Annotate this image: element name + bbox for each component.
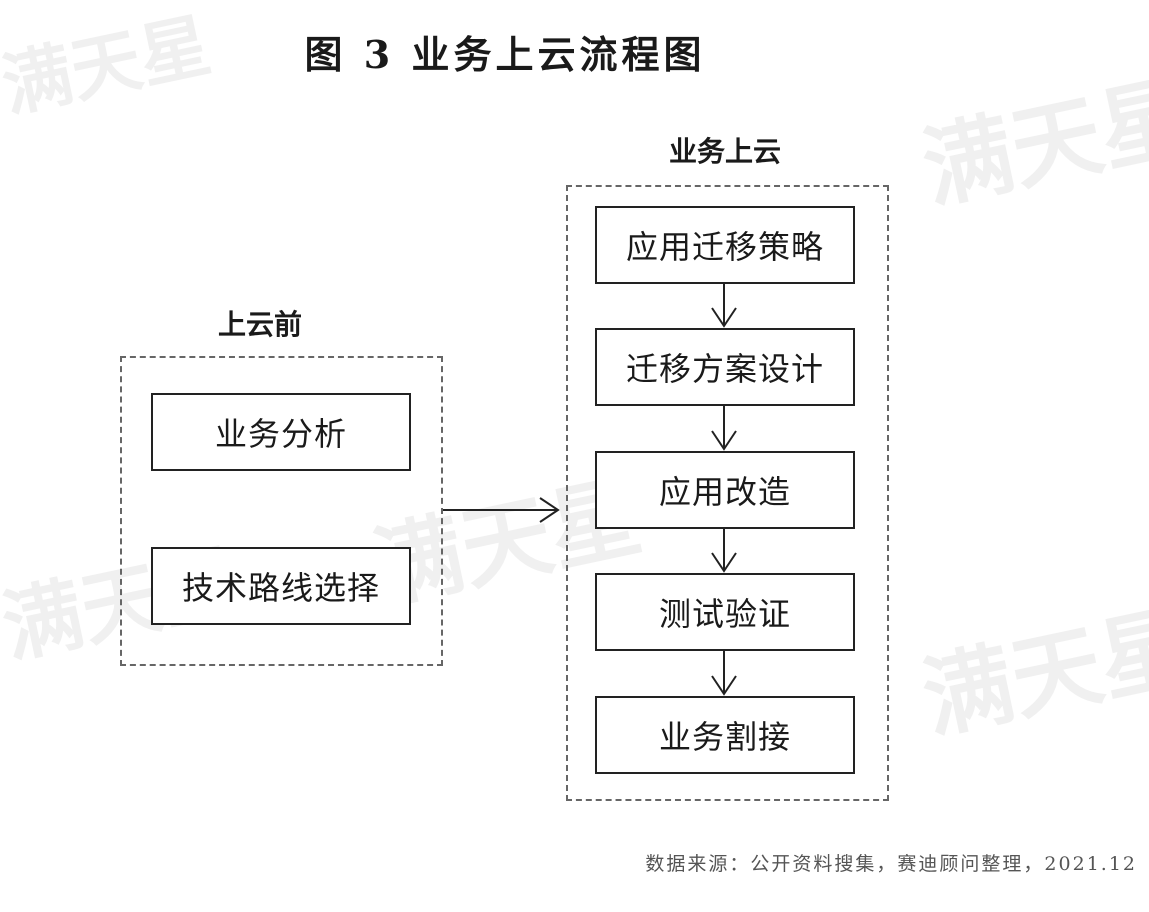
group-label-cloud: 业务上云 xyxy=(668,135,781,168)
arrow-plan-to-refactor xyxy=(711,406,737,451)
node-migration-plan-design: 迁移方案设计 xyxy=(595,328,855,406)
group-box-before xyxy=(120,356,443,666)
arrow-refactor-to-test xyxy=(711,529,737,573)
node-migration-strategy: 应用迁移策略 xyxy=(595,206,855,284)
node-tech-route-selection: 技术路线选择 xyxy=(151,547,411,625)
source-note: 数据来源：公开资料搜集，赛迪顾问整理，2021.12 xyxy=(645,853,1137,875)
arrow-strategy-to-plan xyxy=(711,284,737,328)
arrow-test-to-cutover xyxy=(711,651,737,696)
node-business-cutover: 业务割接 xyxy=(595,696,855,774)
node-test-verification: 测试验证 xyxy=(595,573,855,651)
node-app-refactoring: 应用改造 xyxy=(595,451,855,529)
group-label-before: 上云前 xyxy=(217,308,302,341)
group-box-cloud xyxy=(566,185,889,801)
node-business-analysis: 业务分析 xyxy=(151,393,411,471)
arrow-before-to-cloud xyxy=(443,497,560,523)
diagram-title: 图 3 业务上云流程图 xyxy=(304,32,706,77)
